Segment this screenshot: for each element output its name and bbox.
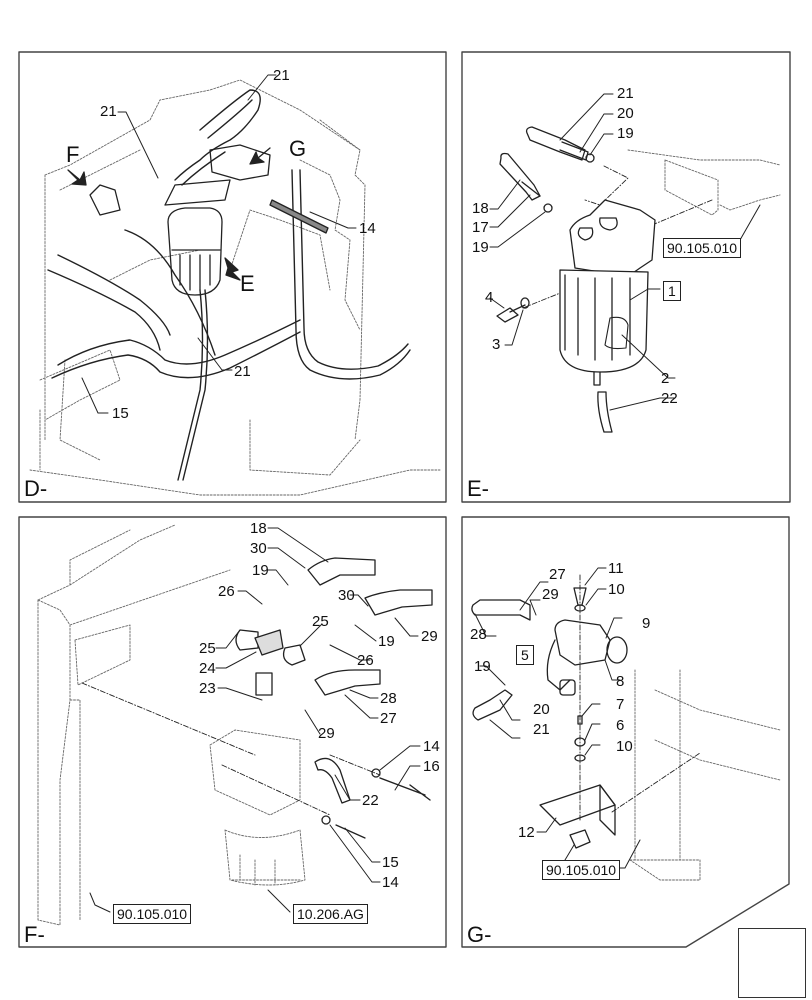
assembly-item-box[interactable]: 1 (663, 281, 681, 301)
callout-label[interactable]: 27 (380, 710, 397, 727)
view-arrow-g-icon (249, 147, 271, 165)
callout-label[interactable]: 18 (472, 200, 489, 217)
callout-label[interactable]: 11 (608, 560, 624, 577)
callout-label[interactable]: 18 (250, 520, 267, 537)
panel-f-border (18, 516, 447, 948)
callout-label[interactable]: 14 (423, 738, 440, 755)
view-arrow-e-icon (224, 257, 241, 281)
callout-label[interactable]: 14 (382, 874, 399, 891)
callout-label[interactable]: 28 (380, 690, 397, 707)
panel-borders (18, 51, 791, 948)
callout-label[interactable]: 29 (542, 586, 559, 603)
callout-label[interactable]: 19 (474, 658, 491, 675)
callout-label[interactable]: 29 (421, 628, 438, 645)
callout-label[interactable]: 21 (234, 363, 251, 380)
callout-label[interactable]: 21 (273, 67, 290, 84)
callout-label[interactable]: 6 (616, 717, 625, 734)
section-reference-link[interactable]: 90.105.010 (113, 904, 192, 924)
callout-label[interactable]: 21 (617, 85, 634, 102)
callout-label[interactable]: 19 (252, 562, 269, 579)
callout-label[interactable]: 25 (312, 613, 329, 630)
callout-label[interactable]: 16 (423, 758, 440, 775)
next-page-arrow-icon (739, 929, 805, 997)
callout-label[interactable]: 2 (661, 370, 670, 387)
next-page-button[interactable] (738, 928, 806, 998)
panel-name-g: G- (467, 922, 492, 947)
callout-label[interactable]: 9 (642, 615, 651, 632)
panel-name-e: E- (467, 476, 489, 501)
callout-label[interactable]: 10 (616, 738, 633, 755)
callout-label[interactable]: 30 (338, 587, 355, 604)
panel-name-d: D- (24, 476, 48, 501)
callout-label[interactable]: 21 (100, 103, 117, 120)
panel-d-border (18, 51, 447, 503)
view-letter-e[interactable]: E (240, 271, 255, 296)
callout-label[interactable]: 15 (112, 405, 129, 422)
callout-label[interactable]: 14 (359, 220, 376, 237)
section-reference-link[interactable]: 90.105.010 (542, 860, 621, 880)
callout-label[interactable]: 15 (382, 854, 399, 871)
callout-label[interactable]: 25 (199, 640, 216, 657)
callout-label[interactable]: 7 (616, 696, 625, 713)
callout-label[interactable]: 29 (318, 725, 335, 742)
view-letter-f[interactable]: F (66, 142, 80, 167)
assembly-item-box[interactable]: 5 (516, 645, 534, 665)
callout-label[interactable]: 27 (549, 566, 566, 583)
panel-d-art (29, 74, 441, 496)
callout-label[interactable]: 28 (470, 626, 487, 643)
callout-label[interactable]: 19 (378, 633, 395, 650)
panel-e-art (489, 93, 781, 433)
panel-g-border (461, 516, 790, 948)
callout-label[interactable]: 3 (492, 336, 501, 353)
panel-e-border (461, 51, 791, 503)
callout-label[interactable]: 22 (661, 390, 678, 407)
section-reference-link[interactable]: 90.105.010 (663, 238, 742, 258)
callout-label[interactable]: 22 (362, 792, 379, 809)
callout-label[interactable]: 21 (533, 721, 550, 738)
callout-label[interactable]: 10 (608, 581, 625, 598)
section-reference-link[interactable]: 10.206.AG (293, 904, 368, 924)
callout-label[interactable]: 8 (616, 673, 625, 690)
callout-label[interactable]: 19 (617, 125, 634, 142)
callout-label[interactable]: 17 (472, 219, 489, 236)
view-letter-g[interactable]: G (289, 136, 307, 161)
callout-label[interactable]: 20 (617, 105, 634, 122)
callout-label[interactable]: 4 (485, 289, 494, 306)
panel-name-f: F- (24, 922, 45, 947)
callout-label[interactable]: 30 (250, 540, 267, 557)
panel-f-art (37, 524, 433, 926)
callout-label[interactable]: 26 (218, 583, 235, 600)
callout-label[interactable]: 12 (518, 824, 535, 841)
panel-g-art (471, 567, 781, 881)
callout-label[interactable]: 24 (199, 660, 216, 677)
callout-label[interactable]: 26 (357, 652, 374, 669)
callout-label[interactable]: 19 (472, 239, 489, 256)
callout-label[interactable]: 23 (199, 680, 216, 697)
view-arrow-f-icon (67, 169, 87, 186)
callout-label[interactable]: 20 (533, 701, 550, 718)
